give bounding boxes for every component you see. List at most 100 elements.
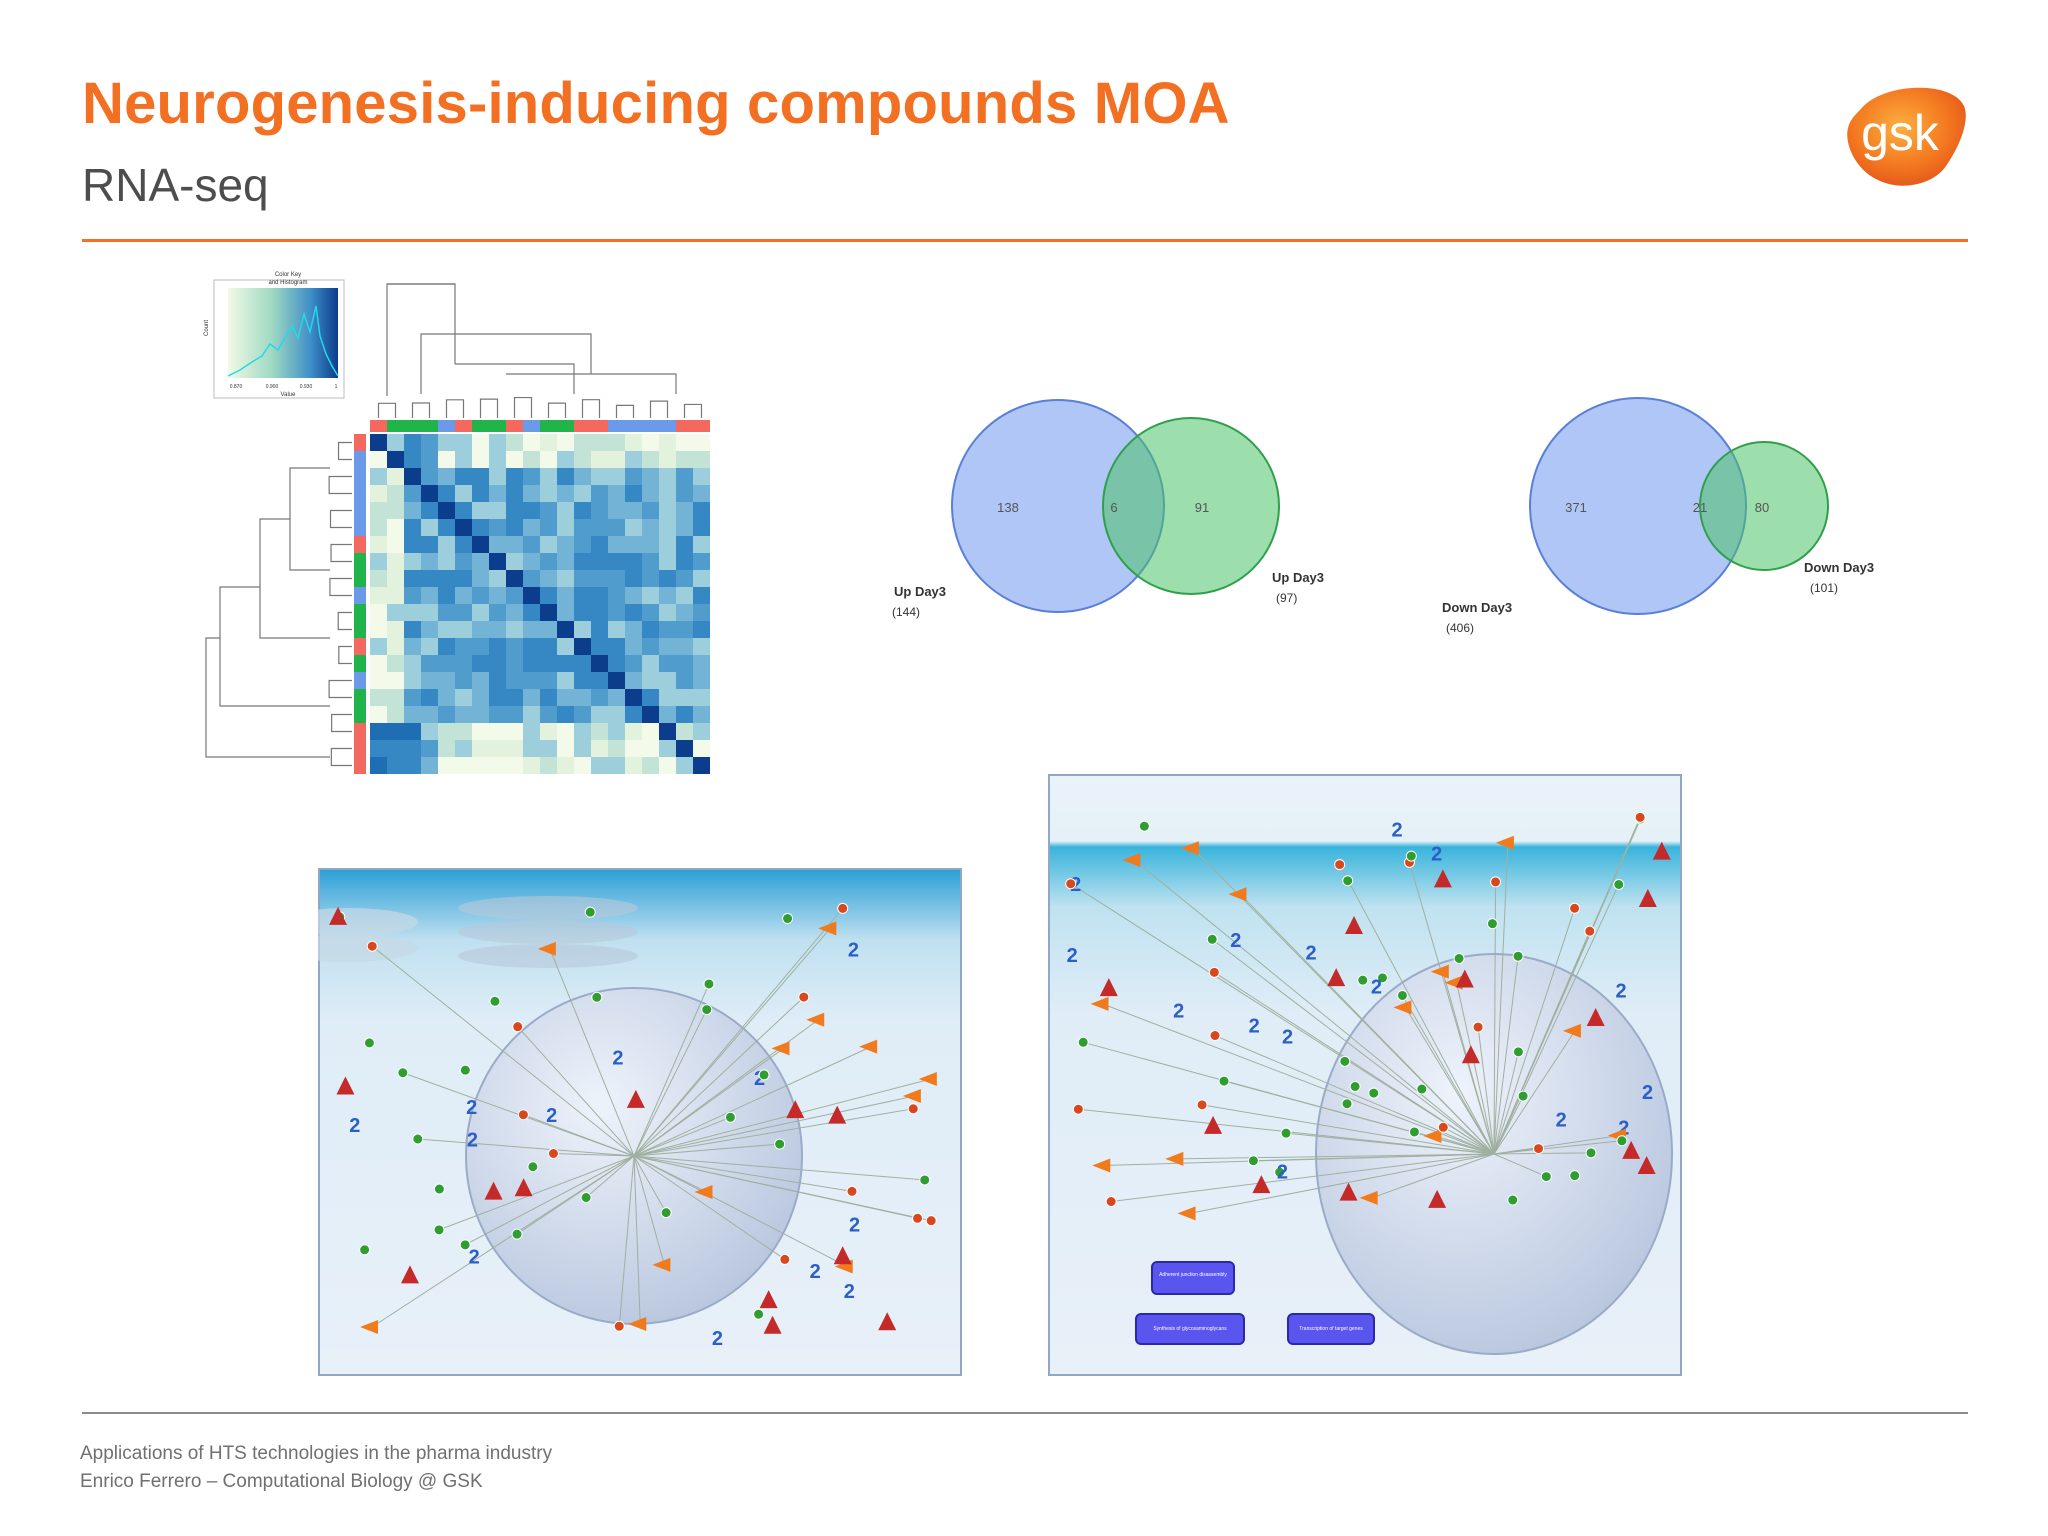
- heatmap-cell: [608, 502, 625, 519]
- heatmap-cell: [455, 638, 472, 655]
- dendrogram-branch: [513, 396, 533, 418]
- heatmap-cell: [608, 689, 625, 706]
- pathway-edge: [1493, 956, 1519, 1155]
- heatmap-cell: [574, 604, 591, 621]
- heatmap-cell: [693, 655, 710, 672]
- row-group-swatch: [354, 536, 366, 553]
- pathway-node-green: [660, 1207, 672, 1219]
- pathway-node-red: [1634, 811, 1646, 823]
- heatmap-cell: [608, 655, 625, 672]
- heatmap-cell: [557, 638, 574, 655]
- heatmap-cell: [591, 638, 608, 655]
- pathway-node-green: [782, 913, 794, 925]
- heatmap-cell: [421, 723, 438, 740]
- kinase-glyph: [1495, 835, 1514, 850]
- heatmap-cell: [472, 757, 489, 774]
- column-group-swatch: [625, 420, 642, 432]
- dendrogram-branch: [455, 363, 575, 394]
- protein-glyph: 2: [1282, 1027, 1293, 1049]
- pathway-node-red: [925, 1215, 937, 1227]
- column-group-swatch: [438, 420, 455, 432]
- heatmap-cell: [506, 723, 523, 740]
- kinase-glyph: [1393, 1000, 1412, 1015]
- heatmap-cell: [523, 434, 540, 451]
- pathway-node-green: [1540, 1171, 1552, 1183]
- heatmap-cell: [489, 570, 506, 587]
- dendrogram-branch: [411, 402, 431, 418]
- correlation-heatmap-figure: Color Key and Histogram Count 0.870 0.90…: [200, 266, 760, 786]
- heatmap-cell: [523, 451, 540, 468]
- pathway-node-green: [1280, 1127, 1292, 1139]
- heatmap-cell: [591, 723, 608, 740]
- pathway-edge: [1493, 1095, 1524, 1155]
- receptor-glyph: [1099, 978, 1118, 997]
- heatmap-cell: [404, 638, 421, 655]
- pathway-edge: [1177, 1153, 1495, 1160]
- kinase-glyph: [694, 1184, 713, 1199]
- heatmap-cell: [574, 502, 591, 519]
- heatmap-cell: [659, 553, 676, 570]
- heatmap-cell: [625, 689, 642, 706]
- heatmap-cell: [438, 587, 455, 604]
- heatmap-cell: [591, 757, 608, 774]
- heatmap-cell: [472, 502, 489, 519]
- heatmap-cell: [642, 689, 659, 706]
- venn-down-overlap-count: 21: [1693, 500, 1707, 515]
- dendrogram-branch: [331, 713, 352, 733]
- column-group-swatch: [608, 420, 625, 432]
- heatmap-cell: [591, 468, 608, 485]
- venn-up-right-total: (97): [1276, 591, 1297, 605]
- heatmap-cell: [421, 519, 438, 536]
- heatmap-cell: [506, 706, 523, 723]
- pathway-node-green: [1077, 1036, 1089, 1048]
- heatmap-cell: [404, 485, 421, 502]
- heatmap-cell: [370, 536, 387, 553]
- pathway-node-red: [1208, 966, 1220, 978]
- pathway-node-red: [846, 1185, 858, 1197]
- dendrogram-branch: [581, 399, 601, 418]
- heatmap-cell: [557, 604, 574, 621]
- heatmap-cell: [693, 587, 710, 604]
- heatmap-cell: [489, 655, 506, 672]
- protein-glyph: 2: [1249, 1015, 1260, 1037]
- heatmap-cell: [676, 689, 693, 706]
- heatmap-cell: [591, 604, 608, 621]
- heatmap-cell: [455, 502, 472, 519]
- heatmap-cell: [387, 502, 404, 519]
- heatmap-cell: [540, 485, 557, 502]
- pathway-edge: [1371, 1153, 1495, 1199]
- footer-line-1: Applications of HTS technologies in the …: [80, 1443, 553, 1464]
- heatmap-cell: [608, 587, 625, 604]
- heatmap-cell: [676, 587, 693, 604]
- protein-glyph: 2: [1230, 930, 1241, 952]
- receptor-glyph: [878, 1312, 897, 1331]
- heatmap-cell: [506, 519, 523, 536]
- heatmap-cell: [659, 536, 676, 553]
- heatmap-cell: [387, 740, 404, 757]
- heatmap-cell: [472, 485, 489, 502]
- heatmap-cell: [659, 502, 676, 519]
- heatmap-cell: [540, 723, 557, 740]
- heatmap-cell: [591, 451, 608, 468]
- heatmap-cell: [591, 536, 608, 553]
- pathway-node-green: [774, 1138, 786, 1150]
- heatmap-cell: [659, 604, 676, 621]
- heatmap-cell: [659, 468, 676, 485]
- heatmap-cell: [455, 723, 472, 740]
- heatmap-cell: [404, 434, 421, 451]
- kinase-glyph: [1562, 1023, 1581, 1038]
- heatmap-cell: [489, 689, 506, 706]
- heatmap-cell: [540, 570, 557, 587]
- pathway-edge: [1404, 1007, 1495, 1155]
- heatmap-cell: [455, 553, 472, 570]
- pathway-node-red: [1533, 1143, 1545, 1155]
- kinase-glyph: [1359, 1190, 1378, 1205]
- process-box-transcription: [1287, 1313, 1375, 1345]
- heatmap-cell: [574, 451, 591, 468]
- heatmap-cell: [438, 689, 455, 706]
- heatmap-cell: [472, 434, 489, 451]
- pathway-node-green: [1569, 1170, 1581, 1182]
- heatmap-cell: [472, 570, 489, 587]
- heatmap-cell: [438, 740, 455, 757]
- heatmap-cell: [370, 638, 387, 655]
